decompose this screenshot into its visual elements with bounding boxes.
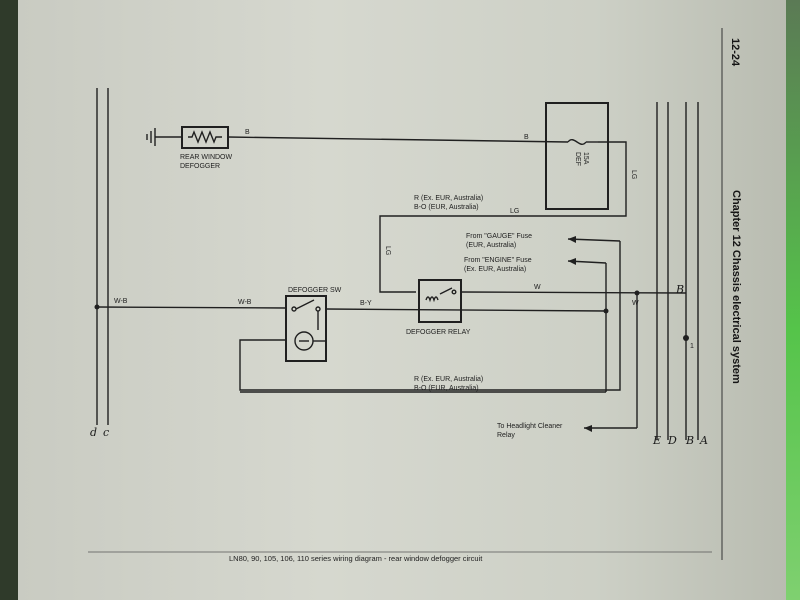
wire-label-wb-mid: W-B: [238, 299, 252, 306]
wire-bottom-r: [239, 241, 621, 391]
bus-label-e: E: [652, 434, 661, 447]
wire-label-lg-fuse: LG: [630, 170, 637, 179]
fuse-box: [545, 102, 609, 210]
bus-label-d-right: D: [667, 434, 677, 447]
note-bottom-bo: B-O (EUR, Australia): [414, 385, 479, 392]
arrow-headlight: [584, 425, 592, 432]
bus-label-a: A: [699, 434, 708, 447]
manual-page: [18, 0, 786, 600]
wire-label-w-relay: W: [534, 284, 541, 291]
bus-label-b: B: [685, 434, 694, 447]
wire-b: [227, 136, 569, 143]
arrow-gauge: [568, 236, 576, 243]
junction-by: [603, 308, 609, 314]
wire-label-b-right: B: [524, 134, 529, 141]
switch-blade: [295, 299, 315, 310]
fuse-name: DEF: [574, 152, 581, 166]
defogger-relay-label: DEFOGGER RELAY: [406, 329, 471, 336]
note-bottom-r: R (Ex. EUR, Australia): [414, 376, 483, 383]
figure-caption: LN80, 90, 105, 106, 110 series wiring di…: [229, 554, 483, 563]
note-top-bo: B-O (EUR, Australia): [414, 204, 479, 211]
relay-terminal: [451, 289, 457, 295]
fuse-symbol: [567, 139, 587, 145]
relay-contact: [439, 287, 453, 295]
defogger-sw-label: DEFOGGER SW: [288, 287, 342, 294]
chapter-title: Chapter 12 Chassis electrical system: [730, 190, 742, 384]
wire-label-w-vertical: W: [632, 300, 639, 307]
switch-contact-left: [291, 306, 297, 312]
junction-wb: [94, 304, 100, 310]
note-headlight-line2: Relay: [497, 432, 515, 439]
bus-junction-dot: [683, 335, 689, 341]
wire-label-by: B-Y: [360, 300, 372, 307]
note-top-r: R (Ex. EUR, Australia): [414, 195, 483, 202]
defogger-label-line1: REAR WINDOW: [180, 154, 233, 161]
arrow-engine: [568, 258, 576, 265]
wire-label-b-left: B: [245, 129, 250, 136]
bus-label-d: d: [90, 426, 97, 439]
defogger-relay-box: [418, 279, 462, 323]
note-gauge-line1: From "GAUGE" Fuse: [466, 233, 532, 240]
bus-tap-label-b: B: [675, 283, 684, 296]
note-engine-line1: From "ENGINE" Fuse: [464, 257, 532, 264]
relay-coil-icon: [425, 296, 439, 303]
defogger-switch-box: [285, 295, 327, 362]
note-gauge-line2: (EUR, Australia): [466, 242, 516, 249]
note-headlight-line1: To Headlight Cleaner: [497, 423, 563, 430]
wire-by: [325, 308, 607, 312]
fuse-rating: 15A: [582, 152, 589, 165]
wire-wb: [96, 306, 287, 309]
wire-w: [460, 291, 687, 294]
wire-lg: [379, 141, 627, 293]
bus-tap-label-1: 1: [690, 343, 694, 350]
switch-contact-right: [315, 306, 321, 312]
page-number: 12-24: [729, 38, 741, 67]
bus-label-c: c: [103, 426, 109, 439]
note-engine-line2: (Ex. EUR, Australia): [464, 266, 526, 273]
wire-label-lg-vertical: LG: [384, 246, 391, 255]
wire-label-lg-top: LG: [510, 208, 519, 215]
defogger-label-line2: DEFOGGER: [180, 163, 220, 170]
defogger-resistor-symbol: [188, 130, 222, 144]
wire-label-wb-left: W-B: [114, 298, 128, 305]
wire-gauge: [567, 238, 621, 242]
